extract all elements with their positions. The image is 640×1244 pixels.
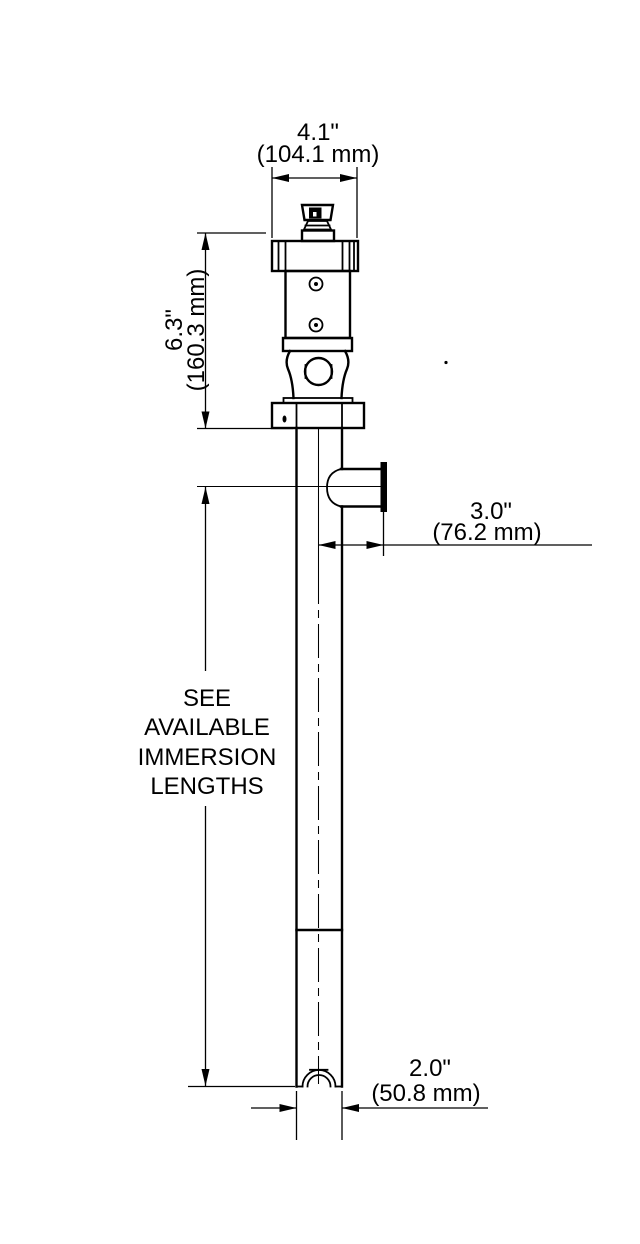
arrow-left — [342, 1104, 359, 1112]
screw-icon — [308, 276, 324, 292]
pump-tube — [295, 426, 344, 1088]
upper-housing — [284, 269, 352, 340]
casting-left-edge — [285, 349, 295, 400]
arrow-up — [201, 233, 210, 250]
foot-arch-inner — [306, 1074, 332, 1088]
dim-head-height-metric: (160.3 mm) — [183, 269, 210, 392]
adapter-flange — [270, 401, 366, 430]
knurled-collar — [270, 239, 360, 273]
dim-tube-diameter: 2.0" (50.8 mm) — [251, 1055, 488, 1140]
arrow-right — [340, 174, 357, 182]
bung-adapter — [270, 397, 366, 430]
arrow-down — [201, 411, 210, 429]
outlet-port — [197, 462, 387, 556]
arrow-down — [201, 1069, 210, 1086]
screw-center — [314, 323, 318, 327]
dim-head-height: 6.3" (160.3 mm) — [161, 232, 293, 430]
dim-top-width-inches: 4.1" — [297, 119, 339, 146]
housing-outline — [284, 269, 352, 340]
knob-cap — [300, 203, 335, 222]
knob-insert-slot — [313, 212, 317, 217]
print-speck — [444, 360, 448, 365]
outlet-flange — [380, 462, 387, 512]
immersion-note: SEE AVAILABLE IMMERSION LENGTHS — [138, 685, 277, 800]
arrow-right — [366, 541, 384, 549]
arrow-up — [201, 487, 210, 504]
port-hole — [303, 356, 334, 387]
dim-immersion-length: SEE AVAILABLE IMMERSION LENGTHS — [138, 487, 295, 1088]
dim-head-height-inches: 6.3" — [161, 309, 188, 351]
immersion-note-line4: LENGTHS — [150, 773, 263, 800]
knob-neck — [300, 229, 336, 243]
lower-casting — [285, 349, 350, 400]
arrow-left — [272, 174, 289, 182]
arrow-left — [318, 541, 336, 549]
coupling-knob — [300, 203, 336, 243]
outlet-bulb — [326, 467, 343, 508]
arrow-right — [279, 1104, 297, 1112]
dim-tube-diameter-inches: 2.0" — [409, 1055, 451, 1082]
dim-outlet-offset-inches: 3.0" — [470, 498, 512, 525]
screw-icon — [308, 317, 324, 333]
tube-foot — [295, 1068, 343, 1088]
dim-outlet-offset: 3.0" (76.2 mm) — [318, 498, 592, 549]
dim-tube-diameter-metric: (50.8 mm) — [371, 1080, 480, 1107]
casting-right-edge — [340, 349, 350, 400]
screw-center — [314, 282, 318, 286]
clamp-band — [281, 336, 354, 353]
dim-top-width-metric: (104.1 mm) — [257, 141, 380, 168]
immersion-note-line2: AVAILABLE — [144, 714, 270, 741]
immersion-note-line3: IMMERSION — [138, 744, 277, 771]
flange-mark — [282, 415, 287, 423]
dim-outlet-offset-metric: (76.2 mm) — [432, 519, 541, 546]
immersion-note-line1: SEE — [183, 685, 231, 712]
pump-head — [270, 203, 366, 430]
dim-top-width: 4.1" (104.1 mm) — [257, 119, 380, 238]
